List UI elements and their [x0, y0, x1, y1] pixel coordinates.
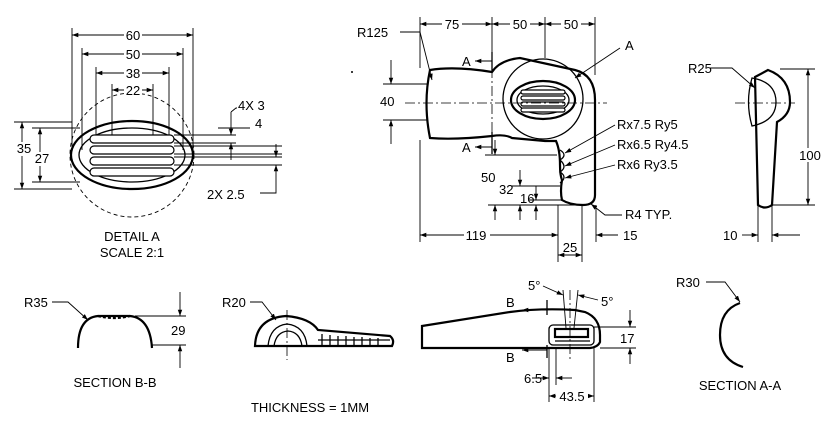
dim-6-5: 6.5: [524, 371, 542, 386]
dim-2x2-5: 2X 2.5: [207, 187, 245, 202]
dim-27: 27: [35, 151, 49, 166]
dim-4: 4: [255, 116, 262, 131]
section-bb-outline: [76, 314, 154, 349]
dim-75: 75: [445, 17, 459, 32]
dim-r4-typ: R4 TYP.: [625, 207, 672, 222]
iso-outline: [253, 314, 395, 348]
dim-50-a: 50: [513, 17, 527, 32]
dim-rx7-5: Rx7.5 Ry5: [617, 117, 678, 132]
dim-r20: R20: [222, 295, 246, 310]
front-slots: [520, 89, 566, 113]
dim-43-5: 43.5: [559, 389, 584, 404]
dim-60: 60: [126, 28, 140, 43]
detail-a-scale: SCALE 2:1: [100, 245, 164, 260]
slot-3: [89, 156, 175, 166]
stray-dot: [351, 71, 353, 73]
side-view: R25 100 10: [688, 61, 823, 243]
dim-rx6: Rx6 Ry3.5: [617, 157, 678, 172]
dim-40: 40: [380, 94, 394, 109]
iso-slots: [318, 334, 390, 346]
dim-100: 100: [799, 148, 821, 163]
section-bb-view: R35 29 SECTION B-B: [24, 292, 186, 390]
section-aa-view: R30 SECTION A-A: [676, 275, 781, 393]
slot-2: [89, 145, 175, 155]
dim-rx6-5: Rx6.5 Ry4.5: [617, 137, 689, 152]
dim-22: 22: [126, 83, 140, 98]
dim-15: 15: [623, 228, 637, 243]
dim-16: 16: [520, 191, 534, 206]
dim-32: 32: [499, 182, 513, 197]
section-a-top: A: [462, 54, 471, 69]
section-b-top: B: [506, 295, 515, 310]
dim-5deg-a: 5°: [528, 278, 540, 293]
dim-r35: R35: [24, 295, 48, 310]
grille-inner-ellipse: [78, 127, 186, 183]
side-outline: [753, 68, 792, 209]
dim-r30: R30: [676, 275, 700, 290]
dim-50-b: 50: [564, 17, 578, 32]
side-nozzle: [747, 77, 777, 127]
slot-1: [89, 134, 175, 144]
dim-5deg-b: 5°: [601, 294, 613, 309]
grille-outer-ellipse: [69, 119, 195, 191]
section-aa-arc: [718, 301, 744, 369]
dim-50-h: 50: [481, 170, 495, 185]
body-outline: [425, 56, 597, 207]
dim-50: 50: [126, 47, 140, 62]
thickness-note: THICKNESS = 1MM: [251, 400, 369, 415]
detail-boundary-circle: [69, 92, 195, 218]
dim-35: 35: [17, 141, 31, 156]
section-bb-title: SECTION B-B: [73, 375, 156, 390]
section-aa-title: SECTION A-A: [699, 378, 782, 393]
section-b-bottom: B: [506, 350, 515, 365]
iso-view: R20 THICKNESS = 1MM: [222, 295, 395, 415]
grip-bumps: [558, 149, 565, 184]
front-grille-ellipse: [509, 79, 577, 121]
detail-a-callout: A: [625, 38, 634, 53]
bottom-view: B B 5° 5° 17 6.5 43.5: [420, 278, 636, 404]
dim-r25: R25: [688, 61, 712, 76]
nozzle-ring: [502, 58, 584, 140]
dim-29: 29: [171, 323, 185, 338]
dim-r125: R125: [357, 25, 388, 40]
detail-a-view: 60 50 38 22 35 27 4X 3 4: [14, 27, 282, 260]
section-a-bottom: A: [462, 140, 471, 155]
dim-4x3: 4X 3: [238, 98, 265, 113]
front-view: A A A R125 75 50 50 40 Rx7.5 Ry5 Rx6.5 R…: [357, 16, 689, 262]
slot-4: [89, 167, 175, 177]
dim-17: 17: [620, 331, 634, 346]
dim-119: 119: [466, 228, 487, 243]
detail-a-title: DETAIL A: [104, 229, 160, 244]
dim-38: 38: [126, 66, 140, 81]
dim-10: 10: [723, 228, 737, 243]
dim-25: 25: [563, 240, 577, 255]
